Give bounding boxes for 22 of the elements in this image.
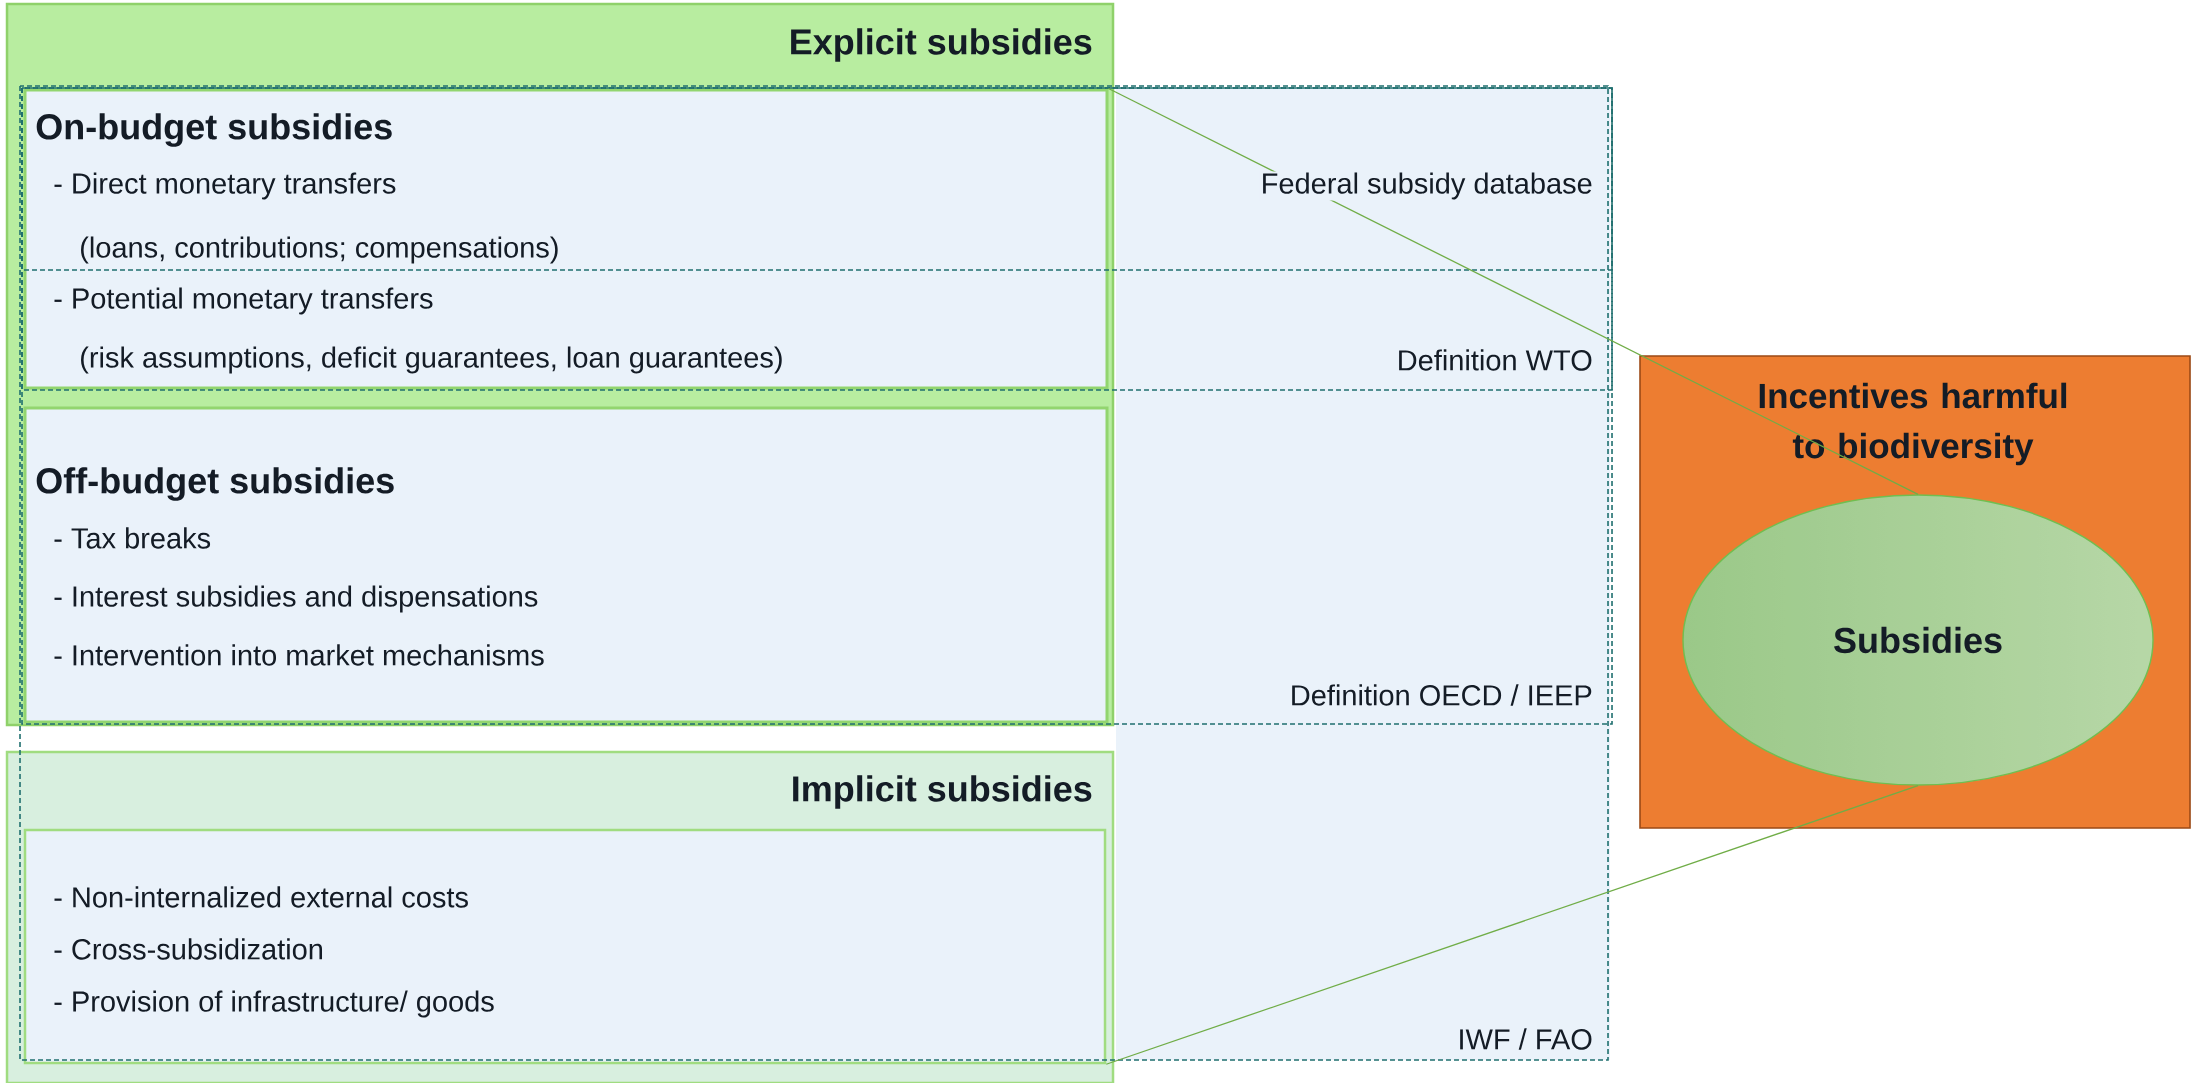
list-item: (loans, contributions; compensations) [81,236,558,264]
list-item: - Direct monetary transfers [54,172,396,200]
heading: Off-budget subsidies [36,467,394,501]
connector-line [1107,87,1919,495]
connector-line [1105,785,1919,1065]
frame-label: IWF / FAO [1456,1027,1594,1051]
heading: On-budget subsidies [36,113,392,147]
list-item: - Interest subsidies and dispensations [54,585,538,613]
list-item: - Non-internalized external costs [54,886,468,908]
list-item: - Cross-subsidization [54,938,322,960]
list-item: - Tax breaks [54,527,211,549]
heading: Implicit subsidies [793,775,1092,809]
list-item: - Intervention into market mechanisms [54,644,544,666]
frame-label: Definition WTO [1395,348,1594,372]
heading: Subsidies [1834,626,2002,654]
heading: Incentives harmful to biodiversity [1759,382,2067,466]
list-item: - Provision of infrastructure/ goods [54,990,494,1018]
list-item: (risk assumptions, deficit guarantees, loan guarantees) [81,346,782,374]
frame-label: Definition OECD / IEEP [1288,683,1594,707]
heading: Explicit subsidies [791,28,1092,62]
frame-label: Federal subsidy database [1259,171,1594,201]
list-item: - Potential monetary transfers [54,287,433,315]
